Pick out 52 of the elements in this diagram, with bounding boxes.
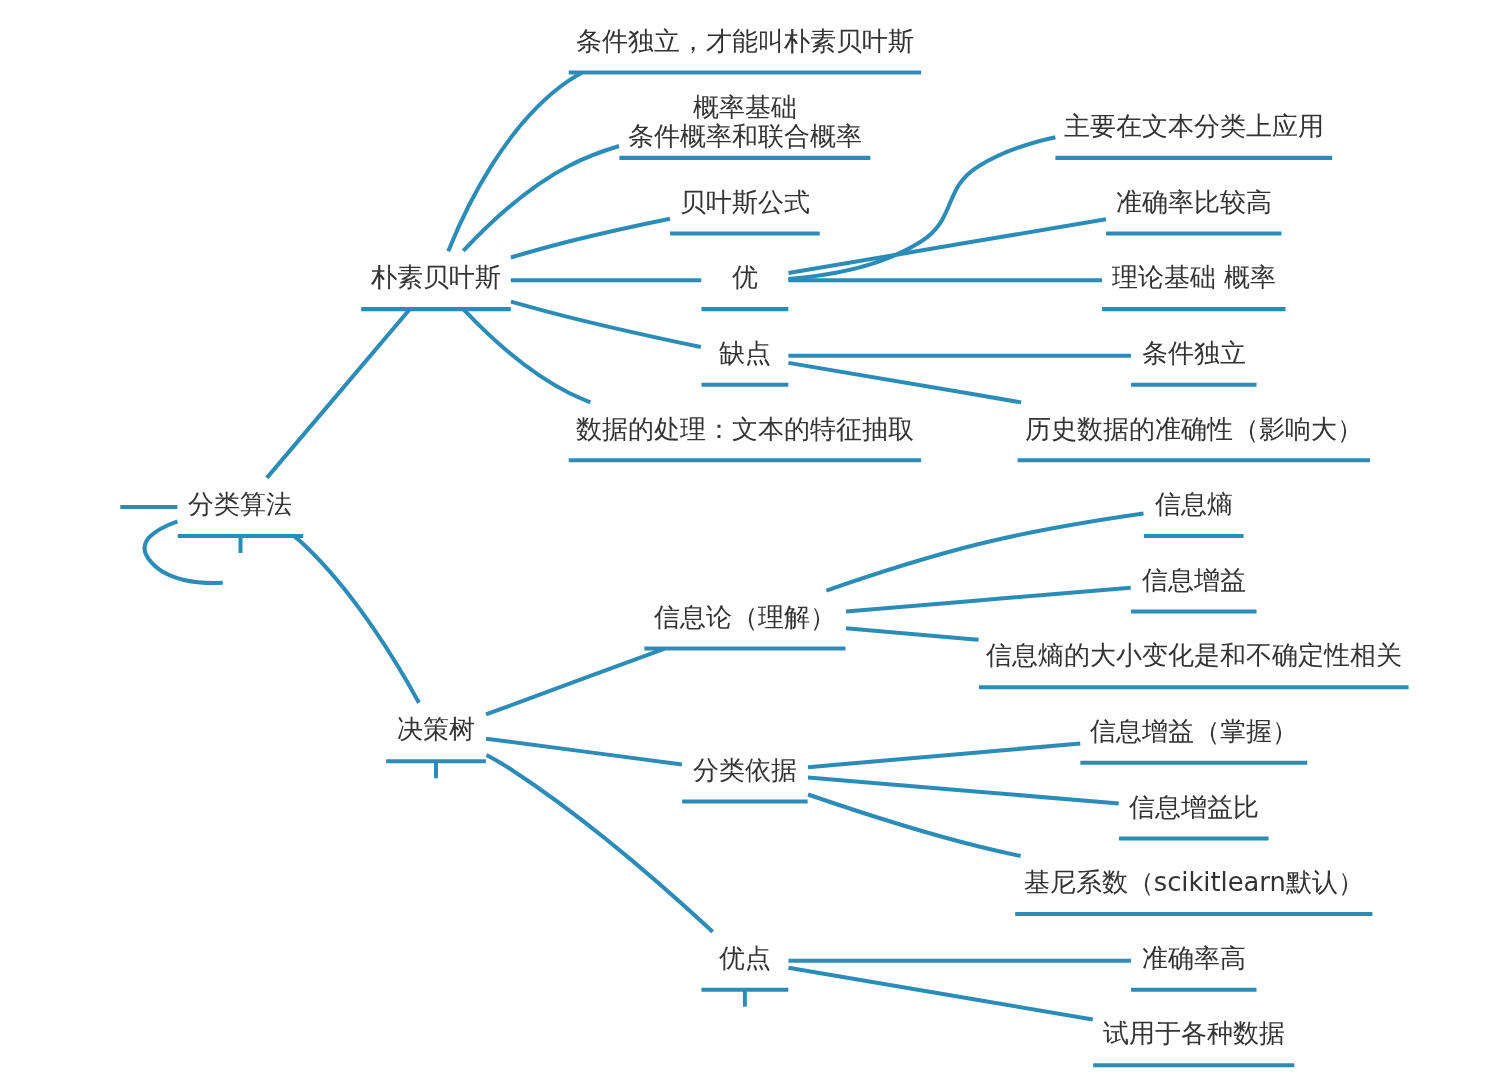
node-text: 条件独立，才能叫朴素贝叶斯 — [575, 25, 914, 56]
node-text: 试用于各种数据 — [1102, 1018, 1285, 1049]
connector — [807, 775, 1119, 806]
node-text: 信息熵的大小变化是和不确定性相关 — [985, 640, 1402, 671]
connector — [238, 536, 242, 553]
node-text: 朴素贝叶斯 — [370, 262, 501, 293]
node-text: 历史数据的准确性（影响大） — [1024, 413, 1363, 444]
node-text: 信息增益比 — [1128, 791, 1259, 822]
connector — [787, 217, 1106, 276]
node-text: 优点 — [718, 942, 771, 973]
connector — [142, 519, 223, 586]
connector — [510, 278, 701, 283]
node-text: 信息增益 — [1141, 564, 1246, 595]
node-text: 基尼系数（scikitlearn默认） — [1023, 867, 1364, 898]
connector — [742, 990, 747, 1007]
connector — [825, 511, 1144, 593]
connector — [485, 736, 682, 767]
node-text: 信息论（理解） — [653, 601, 836, 632]
node-text: 分类依据 — [692, 754, 797, 785]
node-text: 信息增益（掌握） — [1089, 715, 1298, 746]
connector — [461, 144, 620, 253]
connector — [484, 646, 665, 717]
node-text: 分类算法 — [188, 489, 292, 520]
connector — [806, 792, 1021, 858]
connector — [509, 299, 701, 350]
connector — [845, 585, 1131, 614]
node-text: 缺点 — [718, 337, 771, 368]
node-text: 信息熵 — [1154, 489, 1233, 520]
connector — [445, 70, 583, 252]
connector — [485, 753, 714, 934]
connector — [845, 626, 979, 642]
node-text: 数据的处理：文本的特征抽取 — [575, 413, 914, 444]
connector — [292, 534, 421, 704]
connector — [119, 505, 177, 510]
connector — [787, 360, 1021, 405]
node-text: 准确率高 — [1141, 942, 1246, 973]
node-text: 理论基础 概率 — [1111, 262, 1276, 293]
node-text: 优 — [731, 262, 758, 293]
connector — [787, 965, 1093, 1022]
connector — [433, 761, 438, 779]
node-text: 贝叶斯公式 — [679, 186, 810, 217]
connector — [787, 278, 1102, 283]
node-text: 准确率比较高 — [1115, 186, 1272, 217]
connector — [787, 135, 1056, 281]
node-text: 条件独立 — [1141, 337, 1246, 368]
node-text: 概率基础 条件概率和联合概率 — [627, 91, 862, 151]
node-text: 决策树 — [396, 714, 475, 745]
node-text: 主要在文本分类上应用 — [1063, 111, 1324, 142]
connector — [787, 958, 1131, 963]
connector — [807, 741, 1080, 770]
connector — [787, 353, 1131, 358]
connector — [509, 216, 670, 260]
